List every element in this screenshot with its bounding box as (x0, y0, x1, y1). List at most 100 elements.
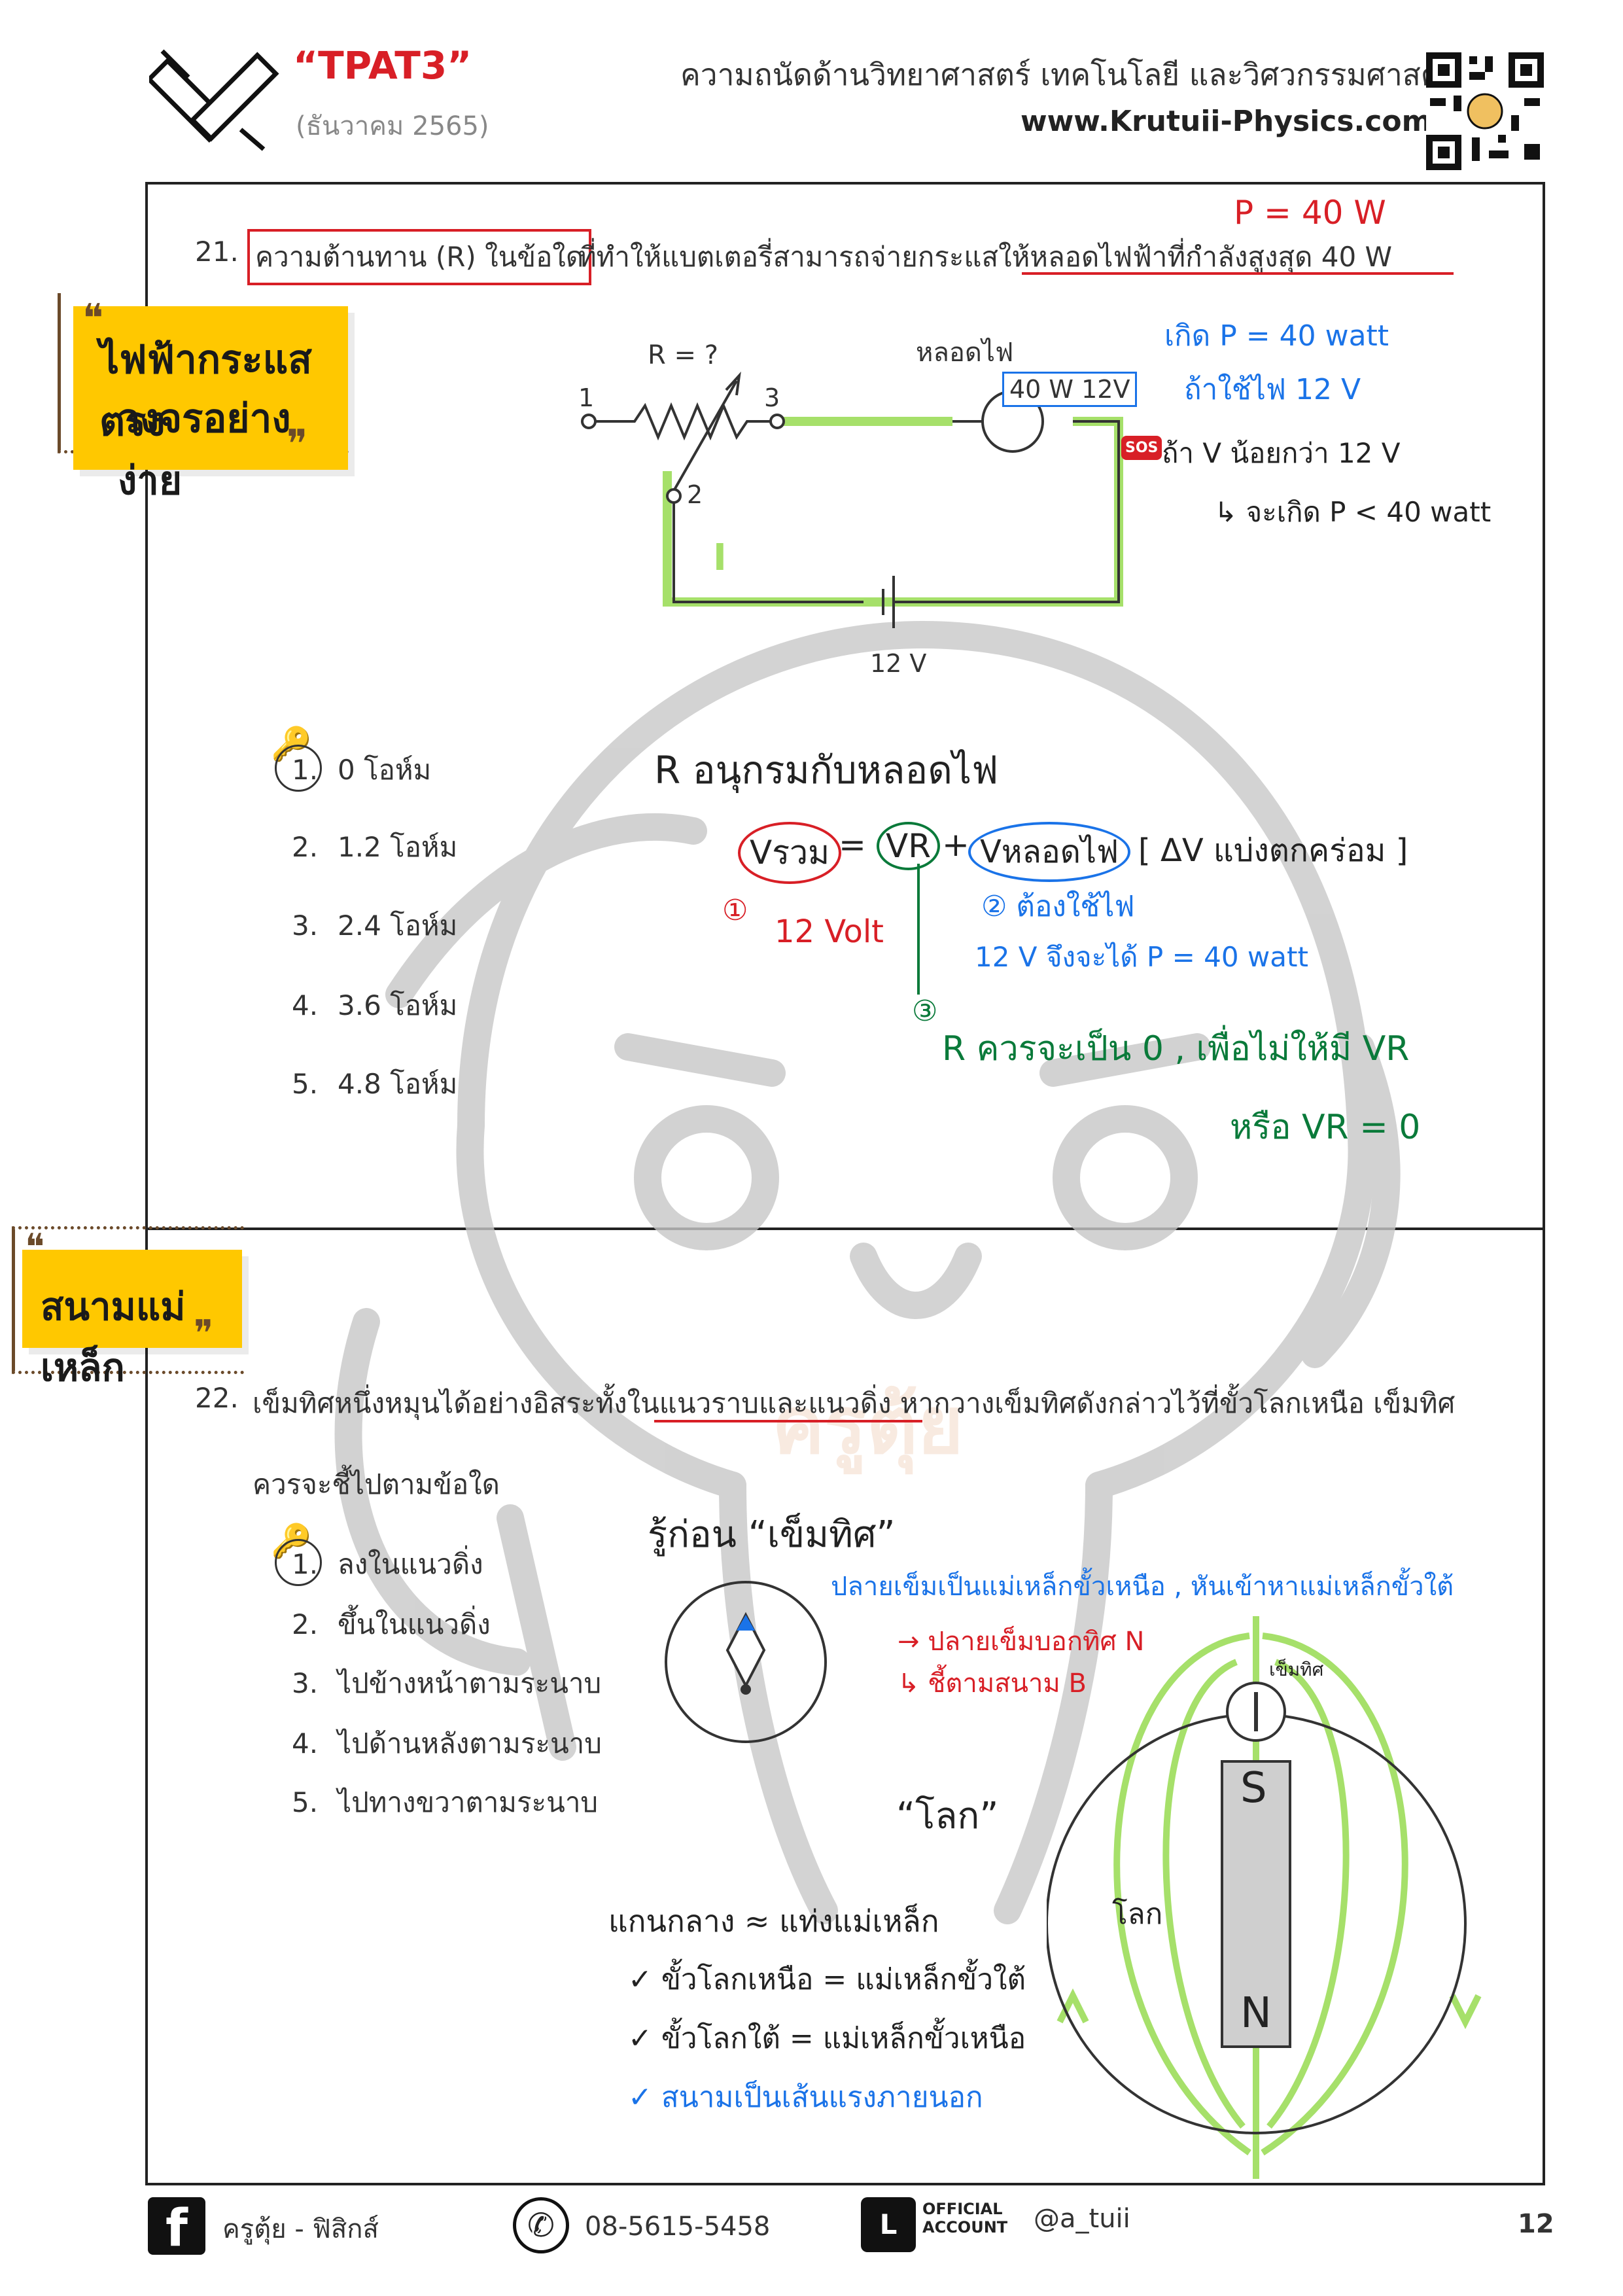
q22-note-tip: ปลายเข็มเป็นแม่เหล็กขั้วเหนือ , หันเข้าห… (831, 1572, 1454, 1602)
q21-option-4[interactable]: 4.3.6 โอห์ม (292, 989, 458, 1021)
circuit-node3-label: 3 (764, 383, 780, 412)
q22-note-b1: ✓ ขั้วโลกเหนือ = แม่เหล็กขั้วใต้ (628, 1963, 1026, 1996)
banner-dc-circuit: ไฟฟ้ากระแสตรง วงจรอย่างง่าย ❝ ❞ (73, 296, 348, 504)
circuit-node1-label: 1 (578, 383, 595, 412)
circuit-node2-label: 2 (687, 480, 703, 509)
page-number: 12 (1518, 2209, 1554, 2239)
q21-eq-vr: VR (877, 822, 940, 870)
q21-note-n3: ถ้า V น้อยกว่า 12 V (1162, 437, 1401, 469)
q22-line1: เข็มทิศหนึ่งหมุนได้อย่างอิสระทั้งในแนวรา… (253, 1387, 1456, 1419)
cartoon-watermark-icon: ครูตุ้ย (334, 620, 1401, 1924)
q22-note-b2: ✓ ขั้วโลกใต้ = แม่เหล็กขั้วเหนือ (628, 2022, 1026, 2055)
q22-option-5[interactable]: 5.ไปทางขวาตามระนาบ (292, 1786, 599, 1818)
footer-line-id[interactable]: @a_tuii (1034, 2204, 1130, 2234)
node-1 (581, 414, 597, 429)
q21-highlight: ความต้านทาน (R) ในข้อใด (247, 229, 592, 285)
line-official-label: OFFICIAL ACCOUNT (922, 2200, 1008, 2236)
banner-magnetic-field: สนามแม่เหล็ก ❝ ❞ (22, 1226, 242, 1390)
compass-label: เข็มทิศ (1269, 1659, 1324, 1680)
rheostat-arrow (672, 380, 738, 491)
q21-note-n2: ถ้าใช้ไฟ 12 V (1184, 373, 1361, 406)
header-website[interactable]: www.Krutuii-Physics.com (1021, 105, 1432, 138)
arrow-head-icon (725, 371, 741, 396)
header-subtitle: (ธันวาคม 2565) (296, 111, 489, 141)
content-frame (145, 182, 1545, 2185)
q22-note-know: รู้ก่อน “เข็มทิศ” (648, 1513, 896, 1556)
q21-note-n4: ↳ จะเกิด P < 40 watt (1214, 496, 1492, 528)
footer-phone[interactable]: 08-5615-5458 (585, 2212, 771, 2242)
q21-option-5[interactable]: 5.4.8 โอห์ม (292, 1068, 458, 1100)
q21-step3-arrow (917, 864, 920, 995)
compass-north-tip-icon (737, 1615, 755, 1631)
phone-icon[interactable]: ✆ (513, 2197, 569, 2253)
watermark-text-1: ครูตุ้ย (772, 1381, 964, 1475)
node-3 (769, 414, 785, 429)
banner-dc-line1: ไฟฟ้ากระแสตรง (99, 337, 312, 445)
header-title: “TPAT3” (293, 43, 472, 88)
q22-option-4[interactable]: 4.ไปด้านหลังตามระนาบ (292, 1727, 602, 1759)
q22-option-1[interactable]: 1.ลงในแนวดิ่ง (292, 1548, 483, 1580)
q22-note-r1: → ปลายเข็มบอกทิศ N (898, 1627, 1145, 1657)
q21-note-power: P = 40 W (1234, 194, 1386, 232)
qr-code-icon[interactable] (1426, 52, 1544, 170)
q22-line2: ควรจะชี้ไปตามข้อใด (253, 1468, 500, 1500)
q21-note-series: R อนุกรมกับหลอดไฟ (654, 748, 999, 792)
circuit-r-label: R = ? (648, 340, 718, 370)
q21-eq-lamp: Vหลอดไฟ (968, 822, 1131, 882)
circuit-lamp-label: หลอดไฟ (916, 338, 1014, 368)
q21-underline (1022, 272, 1454, 275)
q22-underline (654, 1420, 922, 1422)
resistor (595, 402, 772, 441)
q21-step1-text: 12 Volt (775, 913, 884, 950)
quote-close-icon: ❞ (194, 1313, 214, 1355)
q21-eq-bracket: [ ΔV แบ่งตกคร่อม ] (1138, 832, 1408, 869)
q21-eq-total: Vรวม (738, 822, 842, 884)
earth-label: โลก (1112, 1898, 1163, 1931)
facebook-icon[interactable]: f (148, 2197, 205, 2258)
q21-step3-marker: ③ (912, 995, 938, 1028)
q21-eq-plus: + (942, 826, 969, 864)
q21-option-3[interactable]: 3.2.4 โอห์ม (292, 910, 458, 942)
circuit-diagram (581, 371, 1123, 628)
magnet-s-label: S (1240, 1764, 1267, 1812)
earth-magnet-diagram (1047, 1616, 1482, 2179)
q22-note-b3: ✓ สนามเป็นเส้นแรงภายนอก (628, 2081, 983, 2114)
q22-note-earth-q: “โลก” (896, 1795, 999, 1837)
quote-open-icon: ❝ (25, 1226, 45, 1269)
q21-option-2[interactable]: 2.1.2 โอห์ม (292, 831, 458, 863)
answer-circle (275, 1539, 322, 1586)
header-course: ความถนัดด้านวิทยาศาสตร์ เทคโนโลยี และวิศ… (680, 57, 1457, 92)
section-divider (145, 1227, 1545, 1230)
pencil-ruler-logo-icon (149, 49, 279, 151)
q21-number: 21. (195, 236, 239, 268)
node-2 (666, 488, 682, 504)
compass-diagram (665, 1581, 827, 1743)
q21-note-n1: เกิด P = 40 watt (1164, 319, 1389, 353)
banner-frame-2 (12, 1226, 244, 1374)
sos-badge: SOS (1121, 436, 1162, 460)
circuit-current-label: I (713, 537, 727, 579)
current-path (663, 417, 1123, 607)
q22-option-2[interactable]: 2.ขึ้นในแนวดิ่ง (292, 1608, 491, 1640)
q21-step1-marker: ① (722, 894, 748, 927)
circuit-lamp-rating: 40 W 12V (1002, 372, 1138, 407)
q21-step2-text: 12 V จึงจะได้ P = 40 watt (975, 941, 1308, 973)
q22-option-3[interactable]: 3.ไปข้างหน้าตามระนาบ (292, 1667, 602, 1699)
banner-dc-line2: วงจรอย่างง่าย (118, 396, 291, 504)
answer-circle (275, 745, 322, 792)
line-official-icon[interactable]: L (861, 2197, 916, 2252)
q22-number: 22. (195, 1382, 239, 1414)
q22-note-r2: ↳ ชี้ตามสนาม B (898, 1669, 1087, 1699)
q21-step2-marker: ② ต้องใช้ไฟ (981, 890, 1135, 923)
q21-step3-text2: หรือ VR = 0 (1230, 1108, 1421, 1147)
q21-eq-equals: = (839, 826, 866, 864)
quote-close-icon: ❞ (287, 421, 308, 467)
banner-magnetic-line1: สนามแม่เหล็ก (41, 1284, 186, 1390)
magnet-n-label: N (1240, 1989, 1272, 2038)
footer-facebook[interactable]: ครูตุ้ย - ฟิสิกส์ (222, 2214, 379, 2244)
q21-option-1[interactable]: 1.0 โอห์ม (292, 754, 432, 786)
q21-text: ที่ทำให้แบตเตอรี่สามารถจ่ายกระแสให้หลอดไ… (578, 241, 1393, 273)
q21-step3-text: R ควรจะเป็น 0 , เพื่อไม่ให้มี VR (942, 1029, 1410, 1069)
bar-magnet (1221, 1760, 1291, 2048)
circuit-battery-label: 12 V (870, 649, 927, 678)
